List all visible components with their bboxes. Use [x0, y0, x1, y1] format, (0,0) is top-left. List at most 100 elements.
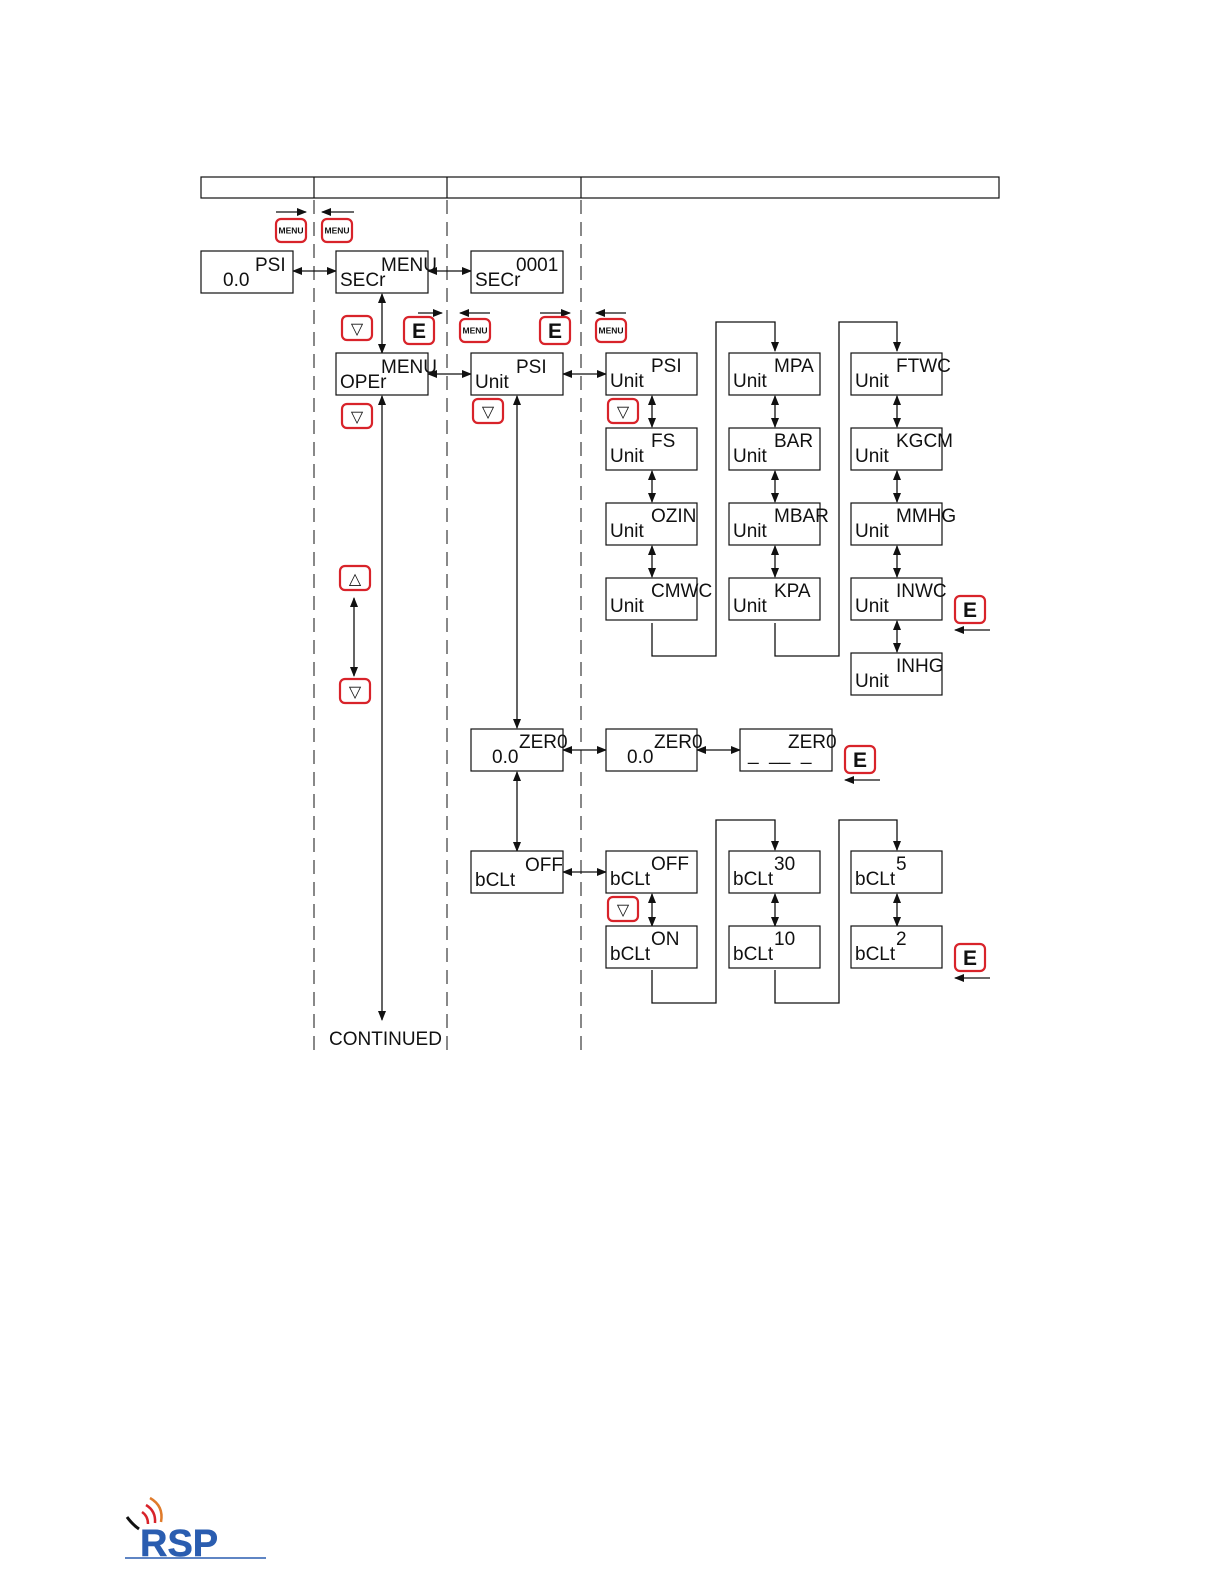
display-oper-menu-bottom: OPEr	[340, 372, 387, 393]
unit-option-5-top: BAR	[774, 431, 813, 452]
unit-option-6: MBAR Unit	[728, 502, 829, 546]
connectors	[276, 208, 990, 1021]
down-key-icon-4-label: ▽	[349, 684, 362, 701]
bclt-option-5-bottom: bCLt	[855, 944, 896, 965]
display-zero-edit: ZER0 0.0	[605, 728, 703, 772]
bclt-option-4-top: 5	[896, 854, 907, 875]
column-separators	[313, 200, 582, 1050]
unit-option-0-top: PSI	[651, 356, 682, 377]
display-oper-menu-top: MENU	[381, 357, 437, 378]
unit-option-2-bottom: Unit	[610, 521, 645, 542]
unit-option-7: KPA Unit	[728, 577, 821, 621]
display-sec-code-top: 0001	[516, 255, 558, 276]
bclt-option-4-bottom: bCLt	[855, 869, 896, 890]
enter-key-icon-4: E	[953, 942, 987, 973]
display-sec-code-bottom: SECr	[475, 270, 521, 291]
menu-key-icon-0-label: MENU	[278, 226, 303, 236]
unit-option-7-top: KPA	[774, 581, 811, 602]
bclt-option-3-bottom: bCLt	[733, 944, 774, 965]
bclt-option-1-top: ON	[651, 929, 680, 950]
unit-option-10-top: MMHG	[896, 506, 956, 527]
display-unit-current-top: PSI	[516, 357, 547, 378]
unit-option-11-top: INWC	[896, 581, 947, 602]
unit-option-3: CMWC Unit	[605, 577, 712, 621]
display-zero-current-top: ZER0	[519, 732, 568, 753]
down-key-icon-0: ▽	[340, 314, 374, 342]
unit-option-10-bottom: Unit	[855, 521, 890, 542]
unit-option-5: BAR Unit	[728, 427, 821, 471]
unit-option-11: INWC Unit	[850, 577, 947, 621]
down-key-icon-3: ▽	[606, 397, 640, 425]
display-zero-edit-top: ZER0	[654, 732, 703, 753]
unit-option-11-bottom: Unit	[855, 596, 890, 617]
display-unit-current: PSI Unit	[470, 352, 564, 396]
down-key-icon-2: ▽	[471, 397, 505, 425]
unit-option-2-top: OZIN	[651, 506, 696, 527]
display-home: PSI 0.0	[200, 250, 294, 294]
display-zero-blank-bottom: _ __ _	[747, 744, 812, 765]
down-key-icon-4: ▽	[338, 677, 372, 705]
menu-key-icon-2: MENU	[458, 317, 492, 344]
display-unit-current-bottom: Unit	[475, 372, 510, 393]
up-key-icon: △	[338, 564, 372, 592]
menu-key-icon-3: MENU	[594, 317, 628, 344]
enter-key-icon-1-label: E	[548, 320, 562, 343]
unit-option-6-top: MBAR	[774, 506, 829, 527]
display-sec-code: 0001 SECr	[470, 250, 564, 294]
display-bclt-current: OFF bCLt	[470, 850, 564, 894]
unit-option-2: OZIN Unit	[605, 502, 698, 546]
unit-option-4-top: MPA	[774, 356, 814, 377]
display-oper-menu: MENU OPEr	[335, 352, 437, 396]
display-zero-blank: ZER0 _ __ _	[739, 728, 837, 772]
enter-key-icon-0: E	[402, 315, 436, 346]
up-key-icon-label: △	[349, 571, 362, 588]
header-strip	[200, 176, 1000, 199]
down-key-icon-2-label: ▽	[482, 404, 495, 421]
unit-option-3-top: CMWC	[651, 581, 712, 602]
unit-option-12-top: INHG	[896, 656, 944, 677]
enter-key-icon-1: E	[538, 315, 572, 346]
unit-option-8-bottom: Unit	[855, 371, 890, 392]
down-key-icon-3-label: ▽	[617, 404, 630, 421]
enter-key-icon-4-label: E	[963, 947, 977, 970]
logo-antenna-icon	[125, 1516, 140, 1531]
display-zero-current-bottom: 0.0	[492, 747, 518, 768]
bclt-option-2-top: 30	[774, 854, 795, 875]
unit-option-3-bottom: Unit	[610, 596, 645, 617]
display-zero-edit-bottom: 0.0	[627, 747, 653, 768]
bclt-option-5-top: 2	[896, 929, 907, 950]
unit-option-8-top: FTWC	[896, 356, 951, 377]
unit-option-0-bottom: Unit	[610, 371, 645, 392]
unit-option-grid: PSIUnitFSUnitOZINUnitCMWCUnitMPAUnitBARU…	[605, 352, 956, 696]
unit-option-10: MMHG Unit	[850, 502, 956, 546]
menu-key-icon-0: MENU	[274, 217, 308, 244]
bclt-option-0-top: OFF	[651, 854, 689, 875]
menu-key-icon-1-label: MENU	[324, 226, 349, 236]
down-key-icon-5-label: ▽	[617, 902, 630, 919]
bclt-option-1-bottom: bCLt	[610, 944, 651, 965]
display-zero-current: ZER0 0.0	[470, 728, 568, 772]
logo-signal-icon	[141, 1510, 150, 1525]
display-bclt-current-top: OFF	[525, 855, 563, 876]
unit-option-4: MPA Unit	[728, 352, 821, 396]
unit-option-7-bottom: Unit	[733, 596, 768, 617]
unit-option-6-bottom: Unit	[733, 521, 768, 542]
display-home-top: PSI	[255, 255, 286, 276]
enter-key-icon-3: E	[843, 744, 877, 775]
unit-option-0: PSI Unit	[605, 352, 698, 396]
unit-option-5-bottom: Unit	[733, 446, 768, 467]
enter-key-icon-2: E	[953, 594, 987, 625]
unit-option-4-bottom: Unit	[733, 371, 768, 392]
unit-option-9-top: KGCM	[896, 431, 953, 452]
down-key-icon-0-label: ▽	[351, 321, 364, 338]
continued-label: CONTINUED	[329, 1029, 442, 1050]
enter-key-icon-3-label: E	[853, 749, 867, 772]
bclt-option-0-bottom: bCLt	[610, 869, 651, 890]
